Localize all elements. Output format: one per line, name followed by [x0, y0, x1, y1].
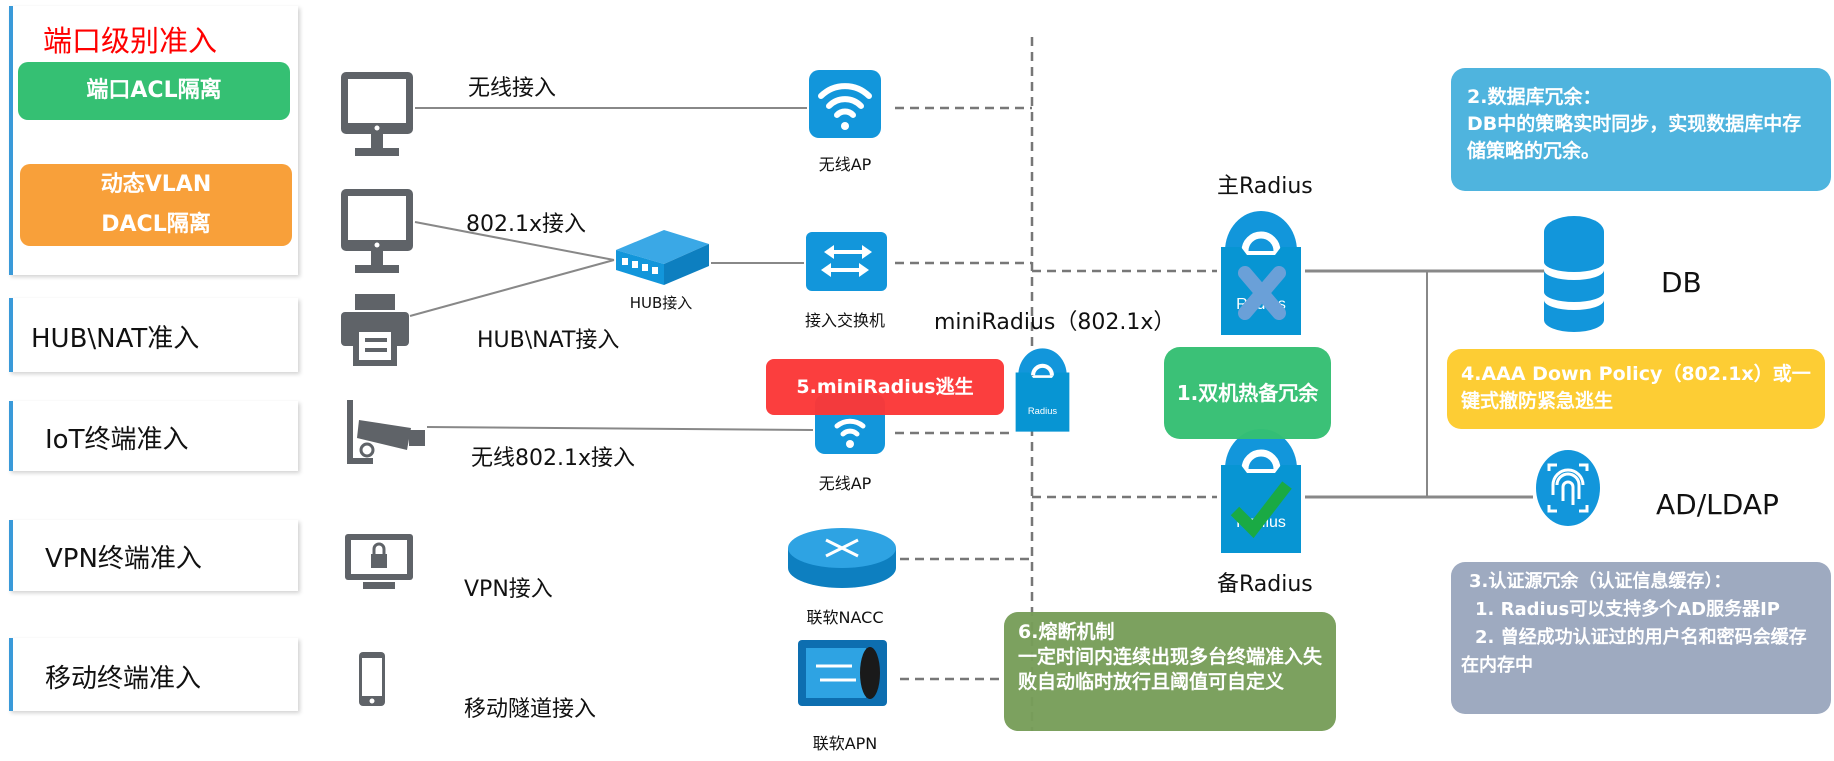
vpn-panel: VPN终端准入 [9, 520, 298, 591]
ad-ldap-label: AD/LDAP [1656, 488, 1779, 521]
vpn-link-label: VPN接入 [464, 577, 553, 602]
printer-link [409, 259, 615, 317]
fuse-mechanism-note: 6.熔断机制 一定时间内连续出现多台终端准入失败自动临时放行且阈值可自定义 [1004, 612, 1336, 731]
nacc-router-icon [788, 528, 896, 588]
db-redundancy-note: 2.数据库冗余： DB中的策略实时同步，实现数据库中存储策略的冗余。 [1451, 68, 1831, 191]
mobile-label: 移动终端准入 [45, 664, 202, 694]
port-level-panel: 端口级别准入 端口ACL隔离 动态VLAN DACL隔离 [9, 6, 298, 275]
auth-redundancy-line1: 1. Radius可以支持多个AD服务器IP [1475, 599, 1780, 620]
port-level-title: 端口级别准入 [43, 24, 218, 58]
fuse-body: 一定时间内连续出现多台终端准入失败自动临时放行且阈值可自定义 [1018, 646, 1323, 693]
printer-icon [341, 294, 409, 366]
switch-icon [806, 232, 887, 291]
primary-radius-server-icon: Radius [1221, 211, 1301, 335]
mobile-panel: 移动终端准入 [9, 638, 298, 711]
mini-radius-escape-text: 5.miniRadius逃生 [796, 376, 974, 398]
db-redundancy-title: 2.数据库冗余： [1467, 86, 1602, 108]
fuse-title: 6.熔断机制 [1018, 621, 1115, 643]
dynamic-vlan-label: 动态VLAN [100, 172, 212, 197]
hub-nat-link-label: HUB\NAT接入 [477, 328, 620, 353]
mini-radius-escape-note: 5.miniRadius逃生 [766, 359, 1004, 415]
auth-redundancy-title: 3.认证源冗余（认证信息缓存）： [1469, 571, 1732, 592]
mini-radius-server-icon: Radius [1015, 348, 1070, 432]
switch-label: 接入交换机 [804, 311, 886, 330]
dynamic-vlan-badge: 动态VLAN DACL隔离 [20, 164, 292, 246]
mini-radius-icon-text: Radius [1028, 405, 1058, 416]
dacl-label: DACL隔离 [101, 212, 211, 237]
backup-radius-label: 备Radius [1217, 572, 1313, 597]
wifi-ap-icon [809, 70, 881, 138]
hub-nat-label: HUB\NAT准入 [31, 324, 200, 354]
desktop-icon [341, 72, 413, 156]
failed-x-icon [1238, 266, 1286, 320]
fingerprint-ad-icon [1536, 450, 1600, 526]
db-label: DB [1661, 266, 1702, 299]
db-redundancy-body: DB中的策略实时同步，实现数据库中存储策略的冗余。 [1467, 113, 1802, 162]
dot1x-link [414, 221, 615, 261]
auth-redundancy-line2: 2. 曾经成功认证过的用户名和密码会缓存在内存中 [1461, 627, 1807, 676]
aaa-down-text: 4.AAA Down Policy（802.1x）或一键式撤防紧急逃生 [1461, 363, 1811, 412]
nacc-label: 联软NACC [806, 608, 884, 627]
hub-label: HUB接入 [629, 294, 693, 312]
desktop-icon [341, 189, 413, 273]
aaa-down-note: 4.AAA Down Policy（802.1x）或一键式撤防紧急逃生 [1447, 349, 1825, 429]
port-acl-label: 端口ACL隔离 [86, 78, 222, 103]
apn-gateway-icon [798, 640, 887, 706]
hot-standby-note: 1.双机热备冗余 [1164, 347, 1331, 439]
iot-panel: IoT终端准入 [9, 401, 298, 471]
auth-redundancy-note: 3.认证源冗余（认证信息缓存）： 1. Radius可以支持多个AD服务器IP … [1451, 562, 1831, 714]
mobile-tunnel-link-label: 移动隧道接入 [464, 697, 597, 722]
check-icon [1230, 481, 1292, 539]
apn-label: 联软APN [812, 734, 878, 753]
ap1-label: 无线AP [818, 155, 872, 174]
database-icon [1544, 216, 1604, 332]
wireless-link-label: 无线接入 [468, 76, 557, 101]
port-acl-badge: 端口ACL隔离 [18, 62, 290, 120]
dot1x-link-label: 802.1x接入 [466, 212, 587, 237]
mini-radius-label: miniRadius（802.1x） [934, 310, 1176, 335]
ap2-label: 无线AP [818, 474, 872, 493]
vpn-terminal-icon [345, 534, 413, 589]
hub-nat-panel: HUB\NAT准入 [9, 298, 298, 372]
vpn-label: VPN终端准入 [45, 544, 202, 574]
wireless-dot1x-link-label: 无线802.1x接入 [471, 446, 636, 471]
iot-label: IoT终端准入 [45, 425, 189, 455]
camera-icon [347, 400, 425, 464]
camera-link [426, 426, 814, 431]
mobile-phone-icon [359, 652, 385, 706]
primary-radius-label: 主Radius [1217, 174, 1313, 199]
hot-standby-text: 1.双机热备冗余 [1176, 381, 1319, 405]
backup-radius-server-icon: Radius [1221, 429, 1301, 553]
hub-icon [616, 230, 709, 285]
